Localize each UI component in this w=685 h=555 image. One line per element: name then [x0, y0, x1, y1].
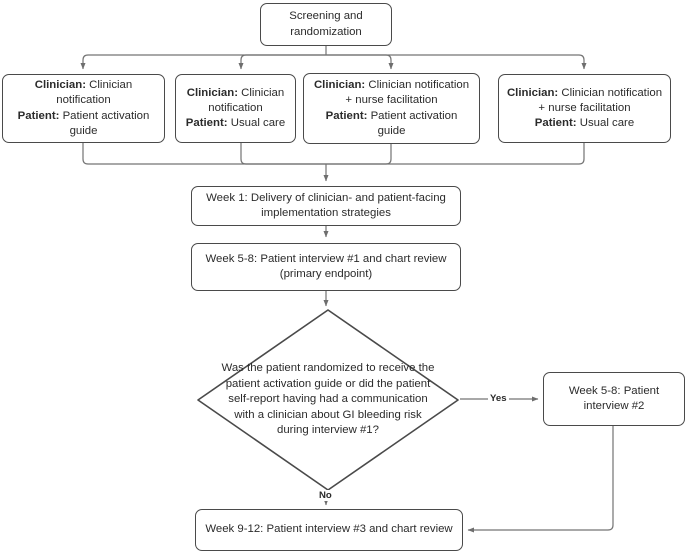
week-9-12-text: Week 9-12: Patient interview #3 and char… [205, 523, 453, 536]
node-arm-4[interactable]: Clinician: Clinician notification + nurs… [498, 74, 671, 143]
edge-label-no: No [317, 490, 334, 501]
edge-arm-3-merge [326, 143, 392, 165]
edge-week58b-to-week912 [467, 426, 614, 533]
node-week-1[interactable]: Week 1: Delivery of clinician- and patie… [191, 186, 461, 226]
week-5-8-interview-1-text: Week 5-8: Patient interview #1 and chart… [205, 252, 447, 280]
week-5-8-interview-2-text: Week 5-8: Patient interview #2 [568, 384, 660, 412]
edge-to-arm-2 [238, 54, 326, 70]
node-arm-1[interactable]: Clinician: Clinician notification Patien… [2, 74, 165, 143]
edge-arm-2-merge [240, 143, 326, 165]
node-arm-2[interactable]: Clinician: Clinician notification Patien… [175, 74, 296, 143]
node-week-9-12[interactable]: Week 9-12: Patient interview #3 and char… [195, 509, 463, 551]
arm-3-clinician-value: Clinician notification + nurse facilitat… [345, 79, 470, 107]
decision-text: Was the patient randomized to receive th… [221, 362, 435, 437]
arm-3-patient-value: Patient activation guide [367, 109, 458, 137]
edge-arm-4-merge [326, 143, 585, 165]
edge-to-arm-4 [326, 54, 587, 70]
arm-1-clinician-value: Clinician notification [56, 79, 133, 107]
arm-2-clinician-label: Clinician: [186, 86, 239, 99]
node-week-5-8-interview-1[interactable]: Week 5-8: Patient interview #1 and chart… [191, 243, 461, 291]
screening-line-2: randomization [290, 25, 362, 38]
arm-4-patient-value: Usual care [576, 117, 635, 130]
node-arm-3[interactable]: Clinician: Clinician notification + nurs… [303, 73, 480, 144]
arm-4-clinician-value: Clinician notification + nurse facilitat… [538, 86, 663, 114]
arm-3-patient-label: Patient: [325, 109, 368, 122]
arm-4-patient-label: Patient: [534, 117, 577, 130]
edge-to-arm-1 [80, 54, 326, 70]
edge-label-yes: Yes [488, 393, 509, 404]
node-week-5-8-interview-2[interactable]: Week 5-8: Patient interview #2 [543, 372, 685, 426]
arm-2-clinician-value: Clinician notification [208, 86, 285, 114]
arm-2-patient-value: Usual care [227, 117, 286, 130]
arm-1-patient-label: Patient: [17, 109, 60, 122]
edge-to-arm-3 [326, 54, 394, 70]
arm-4-clinician-label: Clinician: [506, 86, 559, 99]
week-1-text: Week 1: Delivery of clinician- and patie… [206, 191, 446, 219]
screening-line-1: Screening and [289, 10, 363, 23]
arm-2-patient-label: Patient: [185, 117, 228, 130]
arm-3-clinician-label: Clinician: [313, 79, 366, 92]
edge-arm-1-merge [82, 143, 326, 165]
arm-1-patient-value: Patient activation guide [59, 109, 150, 137]
arm-1-clinician-label: Clinician: [34, 79, 87, 92]
node-decision[interactable]: Was the patient randomized to receive th… [196, 308, 460, 492]
node-screening-randomization[interactable]: Screening and randomization [260, 3, 392, 46]
